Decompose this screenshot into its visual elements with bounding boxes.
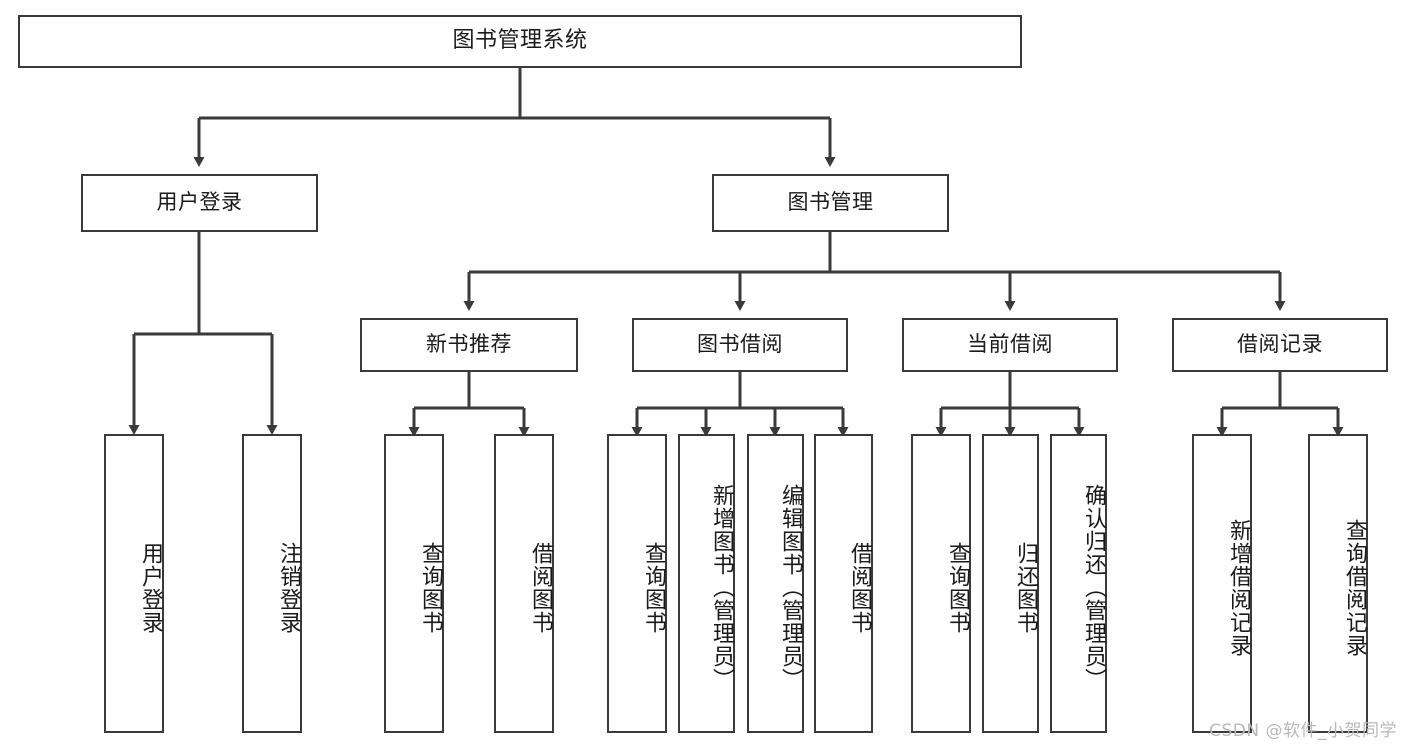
- node-root-book-management-system[interactable]: 图书管理系统: [18, 15, 1022, 68]
- leaf-user-login[interactable]: 用户登录: [104, 434, 164, 733]
- node-label: 用户登录: [156, 190, 243, 215]
- watermark-text: CSDN @软件_小贺同学: [1209, 721, 1397, 741]
- leaf-logout[interactable]: 注销登录: [242, 434, 302, 733]
- node-label: 新书推荐: [426, 332, 512, 357]
- node-label: 编辑图书（管理员）: [778, 484, 803, 691]
- node-label: 注销登录: [276, 541, 301, 634]
- node-user-login[interactable]: 用户登录: [81, 174, 318, 232]
- leaf-edit-book-admin[interactable]: 编辑图书（管理员）: [747, 434, 804, 733]
- leaf-add-book-admin[interactable]: 新增图书（管理员）: [678, 434, 735, 733]
- node-new-book-recommend[interactable]: 新书推荐: [360, 318, 578, 372]
- node-current-borrow[interactable]: 当前借阅: [902, 318, 1118, 372]
- node-label: 查询图书: [418, 541, 443, 634]
- node-label: 查询图书: [641, 541, 666, 634]
- leaf-return-book[interactable]: 归还图书: [982, 434, 1039, 733]
- leaf-query-borrow-record[interactable]: 查询借阅记录: [1308, 434, 1368, 733]
- node-book-management[interactable]: 图书管理: [712, 174, 949, 232]
- node-label: 借阅图书: [847, 541, 872, 634]
- leaf-query-book-recommend[interactable]: 查询图书: [384, 434, 444, 733]
- leaf-query-book-current[interactable]: 查询图书: [911, 434, 971, 733]
- node-label: 归还图书: [1013, 541, 1038, 634]
- node-label: 借阅记录: [1237, 332, 1323, 357]
- leaf-add-borrow-record[interactable]: 新增借阅记录: [1192, 434, 1252, 733]
- node-label: 图书借阅: [697, 332, 783, 357]
- node-label: 新增图书（管理员）: [709, 484, 734, 691]
- node-label: 借阅图书: [528, 541, 553, 634]
- node-label: 确认归还（管理员）: [1081, 484, 1106, 691]
- node-label: 图书管理系统: [452, 28, 588, 54]
- node-label: 当前借阅: [967, 332, 1053, 357]
- leaf-borrow-book-recommend[interactable]: 借阅图书: [494, 434, 554, 733]
- node-label: 图书管理: [787, 190, 874, 215]
- node-label: 新增借阅记录: [1226, 518, 1251, 657]
- node-borrow-record[interactable]: 借阅记录: [1172, 318, 1388, 372]
- leaf-borrow-book[interactable]: 借阅图书: [814, 434, 873, 733]
- node-label: 查询借阅记录: [1342, 518, 1367, 657]
- node-book-borrow[interactable]: 图书借阅: [632, 318, 848, 372]
- node-label: 用户登录: [138, 541, 163, 634]
- leaf-confirm-return-admin[interactable]: 确认归还（管理员）: [1050, 434, 1107, 733]
- node-label: 查询图书: [945, 541, 970, 634]
- leaf-query-book-borrow[interactable]: 查询图书: [607, 434, 667, 733]
